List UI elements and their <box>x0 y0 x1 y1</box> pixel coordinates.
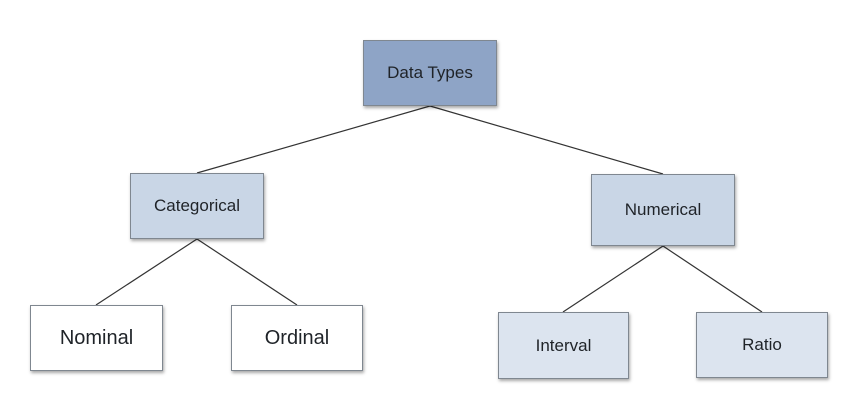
node-nominal: Nominal <box>30 305 163 371</box>
connector-categorical-nominal <box>95 238 198 306</box>
node-ordinal: Ordinal <box>231 305 363 371</box>
node-interval: Interval <box>498 312 629 379</box>
node-label: Numerical <box>624 200 702 219</box>
node-data-types: Data Types <box>363 40 497 106</box>
node-label: Ratio <box>742 335 782 354</box>
connector-numerical-interval <box>562 245 664 313</box>
node-label: Nominal <box>59 326 134 349</box>
connector-root-categorical <box>196 105 431 174</box>
node-label: Categorical <box>154 196 240 215</box>
node-categorical: Categorical <box>130 173 264 239</box>
node-ratio: Ratio <box>696 312 828 378</box>
connector-numerical-ratio <box>662 245 763 313</box>
node-numerical: Numerical <box>591 174 735 246</box>
node-label: Ordinal <box>264 326 330 349</box>
connector-categorical-ordinal <box>196 238 298 306</box>
connector-root-numerical <box>429 105 664 175</box>
node-label: Interval <box>535 335 592 355</box>
node-label: Data Types <box>387 63 473 82</box>
